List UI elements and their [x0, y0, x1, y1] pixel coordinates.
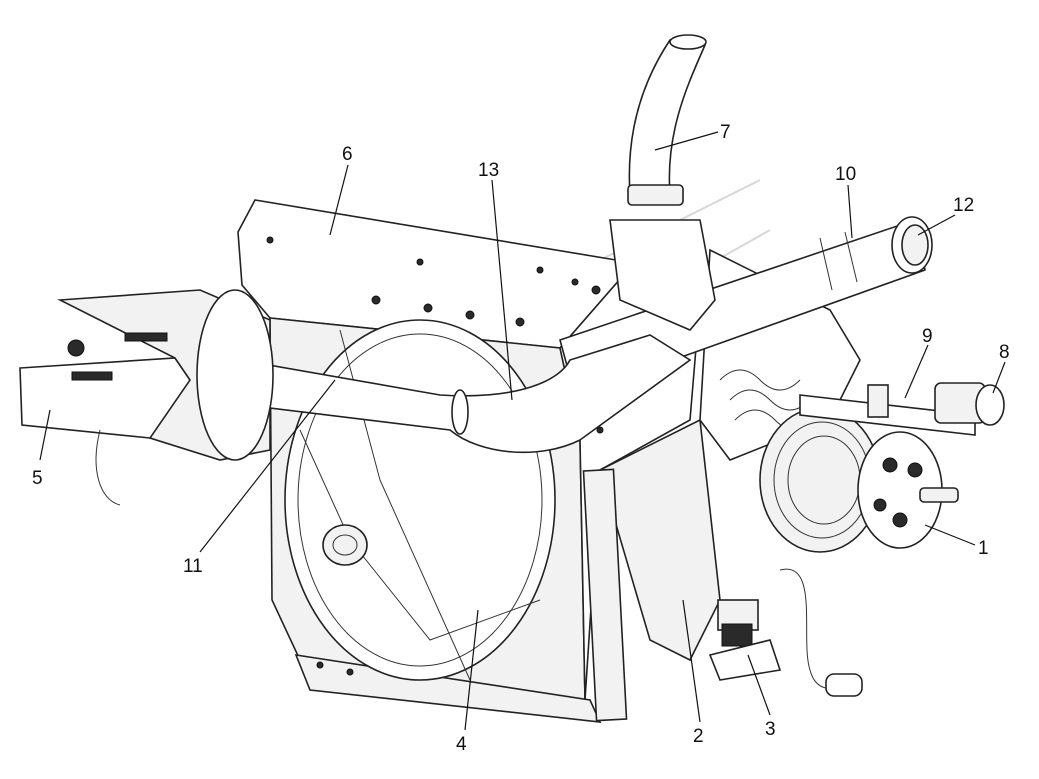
callout-4: 4	[456, 734, 467, 755]
sensor-unit	[934, 382, 1005, 426]
sensor-cable	[779, 568, 863, 697]
callout-labels: 1 2 3 4 5 6 7 8 9 10 11 12 13	[32, 122, 1010, 755]
bracket-arm	[799, 384, 976, 436]
leader-4	[464, 609, 479, 731]
callout-9: 9	[922, 326, 933, 347]
leader-7	[654, 131, 719, 151]
callout-7: 7	[720, 122, 731, 143]
leader-12	[917, 214, 956, 236]
air-filter-housing	[19, 289, 274, 506]
leader-1	[924, 524, 976, 546]
frame-bolts	[266, 236, 604, 676]
leader-13	[491, 179, 513, 401]
leader-9	[904, 344, 929, 399]
callout-8: 8	[999, 342, 1010, 363]
callout-10: 10	[835, 164, 856, 185]
leader-lines	[39, 131, 1006, 731]
callout-11: 11	[183, 556, 203, 577]
exhaust-pipe	[609, 34, 716, 331]
callout-6: 6	[342, 144, 353, 165]
leader-11	[199, 379, 336, 553]
leader-3	[747, 654, 771, 716]
callout-1: 1	[978, 538, 989, 559]
leader-2	[682, 599, 701, 723]
leader-5	[39, 409, 51, 461]
callout-5: 5	[32, 468, 43, 489]
engine-mount	[708, 599, 782, 681]
callout-2: 2	[693, 726, 704, 747]
fan-shroud	[284, 319, 556, 681]
callout-13: 13	[478, 160, 499, 181]
leader-6	[329, 164, 349, 236]
pulley-compressor	[759, 407, 959, 553]
callout-3: 3	[765, 719, 776, 740]
leader-8	[992, 361, 1006, 394]
leader-10	[847, 184, 853, 239]
callout-12: 12	[953, 195, 974, 216]
